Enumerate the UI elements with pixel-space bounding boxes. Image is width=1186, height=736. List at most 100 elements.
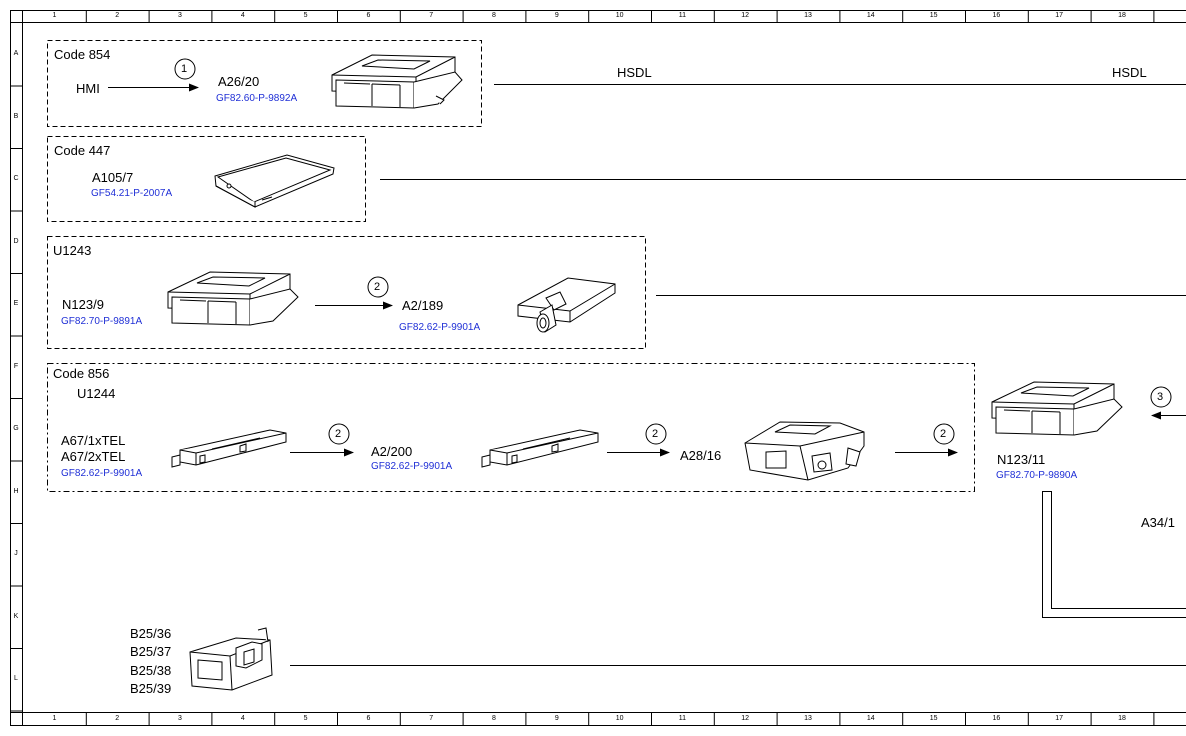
grid-column-label-top: 15 bbox=[929, 12, 938, 19]
line-n123-11-outer bbox=[1042, 491, 1186, 618]
a2-200-ref-link[interactable]: GF82.62-P-9901A bbox=[371, 461, 453, 472]
a67-label-2: A67/2xTEL bbox=[61, 449, 126, 464]
grid-column-label-top: 5 bbox=[303, 12, 308, 19]
callout-3 bbox=[1150, 386, 1172, 408]
ecu-a26-20-image bbox=[331, 54, 463, 109]
a28-16-label: A28/16 bbox=[680, 448, 722, 463]
group-boxes bbox=[47, 40, 975, 492]
grid-column-label-bottom: 12 bbox=[741, 715, 750, 722]
grid-column-label-top: 3 bbox=[178, 12, 182, 19]
callout-2b bbox=[328, 423, 350, 445]
grid-column-label-top: 10 bbox=[615, 12, 624, 19]
grid-column-label-bottom: 17 bbox=[1055, 715, 1064, 722]
grid-row-label: G bbox=[13, 425, 19, 433]
callout-2c-text: 2 bbox=[652, 428, 659, 440]
b25-label-4: B25/39 bbox=[130, 681, 172, 696]
callout-2c bbox=[645, 423, 667, 445]
box-code856 bbox=[47, 363, 975, 492]
grid-column-label-top: 6 bbox=[366, 12, 371, 19]
b25-label-3: B25/38 bbox=[130, 663, 172, 678]
grid-column-label-top: 1 bbox=[52, 12, 57, 19]
grid-column-label-top: 9 bbox=[554, 12, 559, 19]
grid-row-label: A bbox=[13, 50, 19, 58]
callout-3-text: 3 bbox=[1157, 391, 1164, 403]
module-a2-189-image bbox=[517, 277, 616, 333]
grid-column-label-bottom: 15 bbox=[929, 715, 938, 722]
grid-row-label: K bbox=[13, 612, 19, 620]
grid-column-label-top: 12 bbox=[741, 12, 750, 19]
grid-column-label-bottom: 11 bbox=[678, 715, 687, 722]
grid-column-label-top: 2 bbox=[115, 12, 120, 19]
group-title-code447: Code 447 bbox=[54, 143, 111, 158]
grid-row-label: D bbox=[13, 237, 19, 245]
a34-label: A34/1 bbox=[1141, 515, 1175, 530]
hmi-label: HMI bbox=[76, 81, 100, 96]
a67-ref-link[interactable]: GF82.62-P-9901A bbox=[61, 468, 143, 479]
callout-2d bbox=[933, 423, 955, 445]
grid-row-label: J bbox=[14, 550, 18, 558]
tablet-a105-7-image bbox=[214, 154, 335, 208]
grid-row-label: B bbox=[13, 112, 19, 120]
group-title-code856: Code 856 bbox=[53, 366, 110, 381]
callout-2a-text: 2 bbox=[374, 281, 381, 293]
n123-9-ref-link[interactable]: GF82.70-P-9891A bbox=[61, 316, 143, 327]
grid-column-label-top: 7 bbox=[429, 12, 434, 19]
a105-7-label: A105/7 bbox=[92, 170, 134, 185]
grid-ticks bbox=[10, 10, 1155, 726]
grid-column-label-top: 14 bbox=[866, 12, 875, 19]
group-title-u1243: U1243 bbox=[53, 243, 92, 258]
a2-189-ref-link[interactable]: GF82.62-P-9901A bbox=[399, 322, 481, 333]
callout-2d-text: 2 bbox=[940, 428, 947, 440]
grid-column-label-top: 11 bbox=[678, 12, 687, 19]
grid-column-label-bottom: 6 bbox=[366, 715, 371, 722]
bus-lines bbox=[290, 84, 1186, 666]
grid-column-label-top: 13 bbox=[804, 12, 812, 19]
grid-row-label: F bbox=[13, 362, 19, 370]
group-subtitle-u1244: U1244 bbox=[77, 386, 116, 401]
callout-2b-text: 2 bbox=[335, 428, 342, 440]
hsdl-label-2: HSDL bbox=[1112, 65, 1147, 80]
arrows bbox=[108, 83, 1186, 457]
ecu-n123-9-image bbox=[167, 271, 299, 326]
frame bbox=[10, 10, 1186, 726]
grid-row-label: C bbox=[13, 175, 19, 183]
grid-column-label-bottom: 10 bbox=[615, 715, 624, 722]
n123-9-label: N123/9 bbox=[62, 297, 104, 312]
grid-column-label-bottom: 9 bbox=[554, 715, 559, 722]
box-u1243 bbox=[47, 236, 646, 349]
grid-column-label-bottom: 7 bbox=[429, 715, 434, 722]
grid-column-label-top: 16 bbox=[992, 12, 1001, 19]
grid-column-label-top: 17 bbox=[1055, 12, 1064, 19]
grid-column-label-bottom: 4 bbox=[240, 715, 245, 722]
a105-7-ref-link[interactable]: GF54.21-P-2007A bbox=[91, 188, 173, 199]
antenna-a67-image bbox=[171, 429, 287, 468]
module-a28-16-image bbox=[744, 421, 865, 481]
grid-row-label: L bbox=[14, 675, 18, 683]
antenna-a2-200-image bbox=[481, 429, 599, 468]
grid-column-label-bottom: 8 bbox=[492, 715, 496, 722]
a26-20-ref-link[interactable]: GF82.60-P-9892A bbox=[216, 93, 298, 104]
grid-row-label: H bbox=[13, 487, 19, 495]
ecu-n123-11-image bbox=[991, 381, 1123, 436]
grid-column-label-bottom: 5 bbox=[303, 715, 308, 722]
grid-column-label-bottom: 1 bbox=[52, 715, 57, 722]
callout-circles bbox=[174, 58, 1172, 445]
grid-column-label-top: 4 bbox=[240, 12, 245, 19]
grid-column-label-top: 18 bbox=[1118, 12, 1126, 19]
callout-2a bbox=[367, 276, 389, 298]
n123-11-label: N123/11 bbox=[997, 452, 1046, 467]
grid-row-label: E bbox=[13, 300, 19, 308]
a2-189-label: A2/189 bbox=[402, 298, 444, 313]
grid-column-label-bottom: 13 bbox=[804, 715, 812, 722]
connector-b25-image bbox=[189, 627, 273, 691]
b25-label-2: B25/37 bbox=[130, 644, 172, 659]
a2-200-label: A2/200 bbox=[371, 444, 413, 459]
grid-column-label-top: 8 bbox=[492, 12, 496, 19]
callout-1-text: 1 bbox=[181, 63, 188, 75]
n123-11-ref-link[interactable]: GF82.70-P-9890A bbox=[996, 470, 1078, 481]
b25-label-1: B25/36 bbox=[130, 626, 172, 641]
line-n123-11-inner bbox=[1051, 491, 1186, 609]
grid-column-label-bottom: 2 bbox=[115, 715, 120, 722]
